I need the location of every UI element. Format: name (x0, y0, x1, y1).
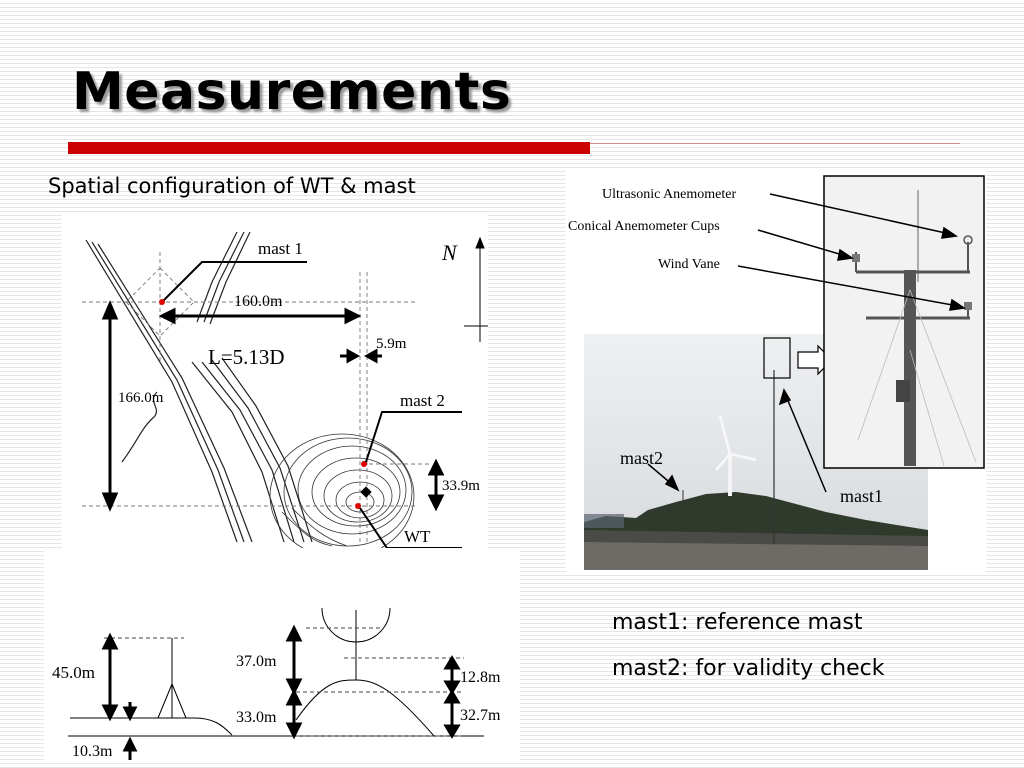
bottom-right-label: 32.7m (460, 707, 501, 724)
vane-leader (737, 265, 959, 307)
mast1-marker (159, 299, 165, 305)
north-label: N (441, 240, 458, 265)
mast2-label: mast 2 (400, 391, 445, 410)
bottom-left-label: 33.0m (236, 709, 277, 726)
ultrasonic-leader (769, 193, 951, 235)
left-ground (70, 717, 233, 736)
terrain-lines (85, 231, 313, 543)
north-arrow (464, 236, 488, 342)
rotor-circle (321, 607, 391, 643)
caption-mast1: mast1: reference mast (612, 610, 863, 635)
callout-vane: Wind Vane (658, 257, 720, 272)
top-left-label: 37.0m (236, 653, 277, 670)
wt-leader (359, 507, 388, 548)
elevation-diagram: 45.0m 10.3m 37.0m 33.0m 12.8m 32.7m (44, 550, 520, 762)
mast1-label: mast 1 (258, 239, 303, 258)
mast-height-label: 45.0m (52, 663, 95, 682)
wt-icon (360, 486, 372, 498)
slide-title: Measurements (72, 62, 512, 122)
offset-label: 5.9m (376, 336, 407, 352)
mast2-leader (365, 411, 462, 463)
wt-marker (355, 503, 361, 509)
guide-lines (82, 252, 432, 542)
mast2-marker (361, 461, 367, 467)
mast1-photo-leader (785, 395, 827, 493)
site-map-diagram: N mast 1 160.0m 5.9m L=5.13D 166.0m mast… (62, 212, 488, 548)
top-right-label: 12.8m (460, 669, 501, 686)
photo-mast1-label: mast1 (840, 486, 883, 506)
spacing-label: L=5.13D (208, 345, 285, 369)
photo-mast2-label: mast2 (620, 448, 663, 468)
mast1-leader (163, 261, 307, 301)
title-accent-bar (68, 142, 590, 154)
distance-label: 160.0m (234, 293, 283, 310)
callout-ultrasonic: Ultrasonic Anemometer (602, 187, 736, 202)
mast-closeup-photo (823, 175, 985, 469)
cups-leader (757, 229, 847, 257)
base-label: 10.3m (72, 743, 113, 760)
wt-label: WT (404, 527, 431, 546)
callout-cups: Conical Anemometer Cups (568, 219, 720, 234)
mast-photo-composite: Ultrasonic Anemometer Conical Anemometer… (566, 170, 986, 574)
slide-subtitle: Spatial configuration of WT & mast (48, 174, 416, 198)
caption-mast2: mast2: for validity check (612, 656, 885, 681)
height-diff-label: 33.9m (442, 478, 480, 494)
title-rule (590, 143, 960, 144)
ns-distance-label: 166.0m (118, 390, 164, 406)
landscape-photo (584, 334, 928, 570)
